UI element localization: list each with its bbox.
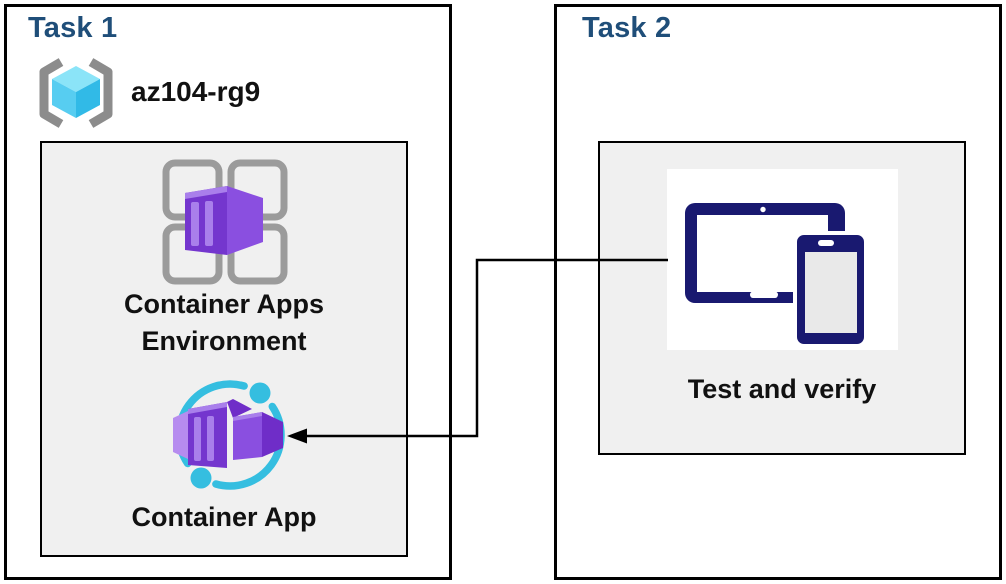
task1-title: Task 1	[28, 12, 118, 44]
env-label-line2: Environment	[141, 326, 307, 356]
resource-group-name: az104-rg9	[131, 76, 261, 107]
container-app-label: Container App	[131, 502, 317, 532]
container-apps-environment-icon	[162, 159, 288, 285]
resource-group-icon	[39, 58, 113, 128]
container-apps-environment-label: Container Apps Environment	[40, 286, 408, 360]
devices-icon	[685, 203, 868, 348]
env-label-line1: Container Apps	[123, 289, 324, 319]
task2-title: Task 2	[582, 12, 672, 44]
device-card	[667, 169, 898, 350]
container-app-icon	[173, 380, 285, 490]
test-and-verify-label: Test and verify	[687, 374, 877, 404]
